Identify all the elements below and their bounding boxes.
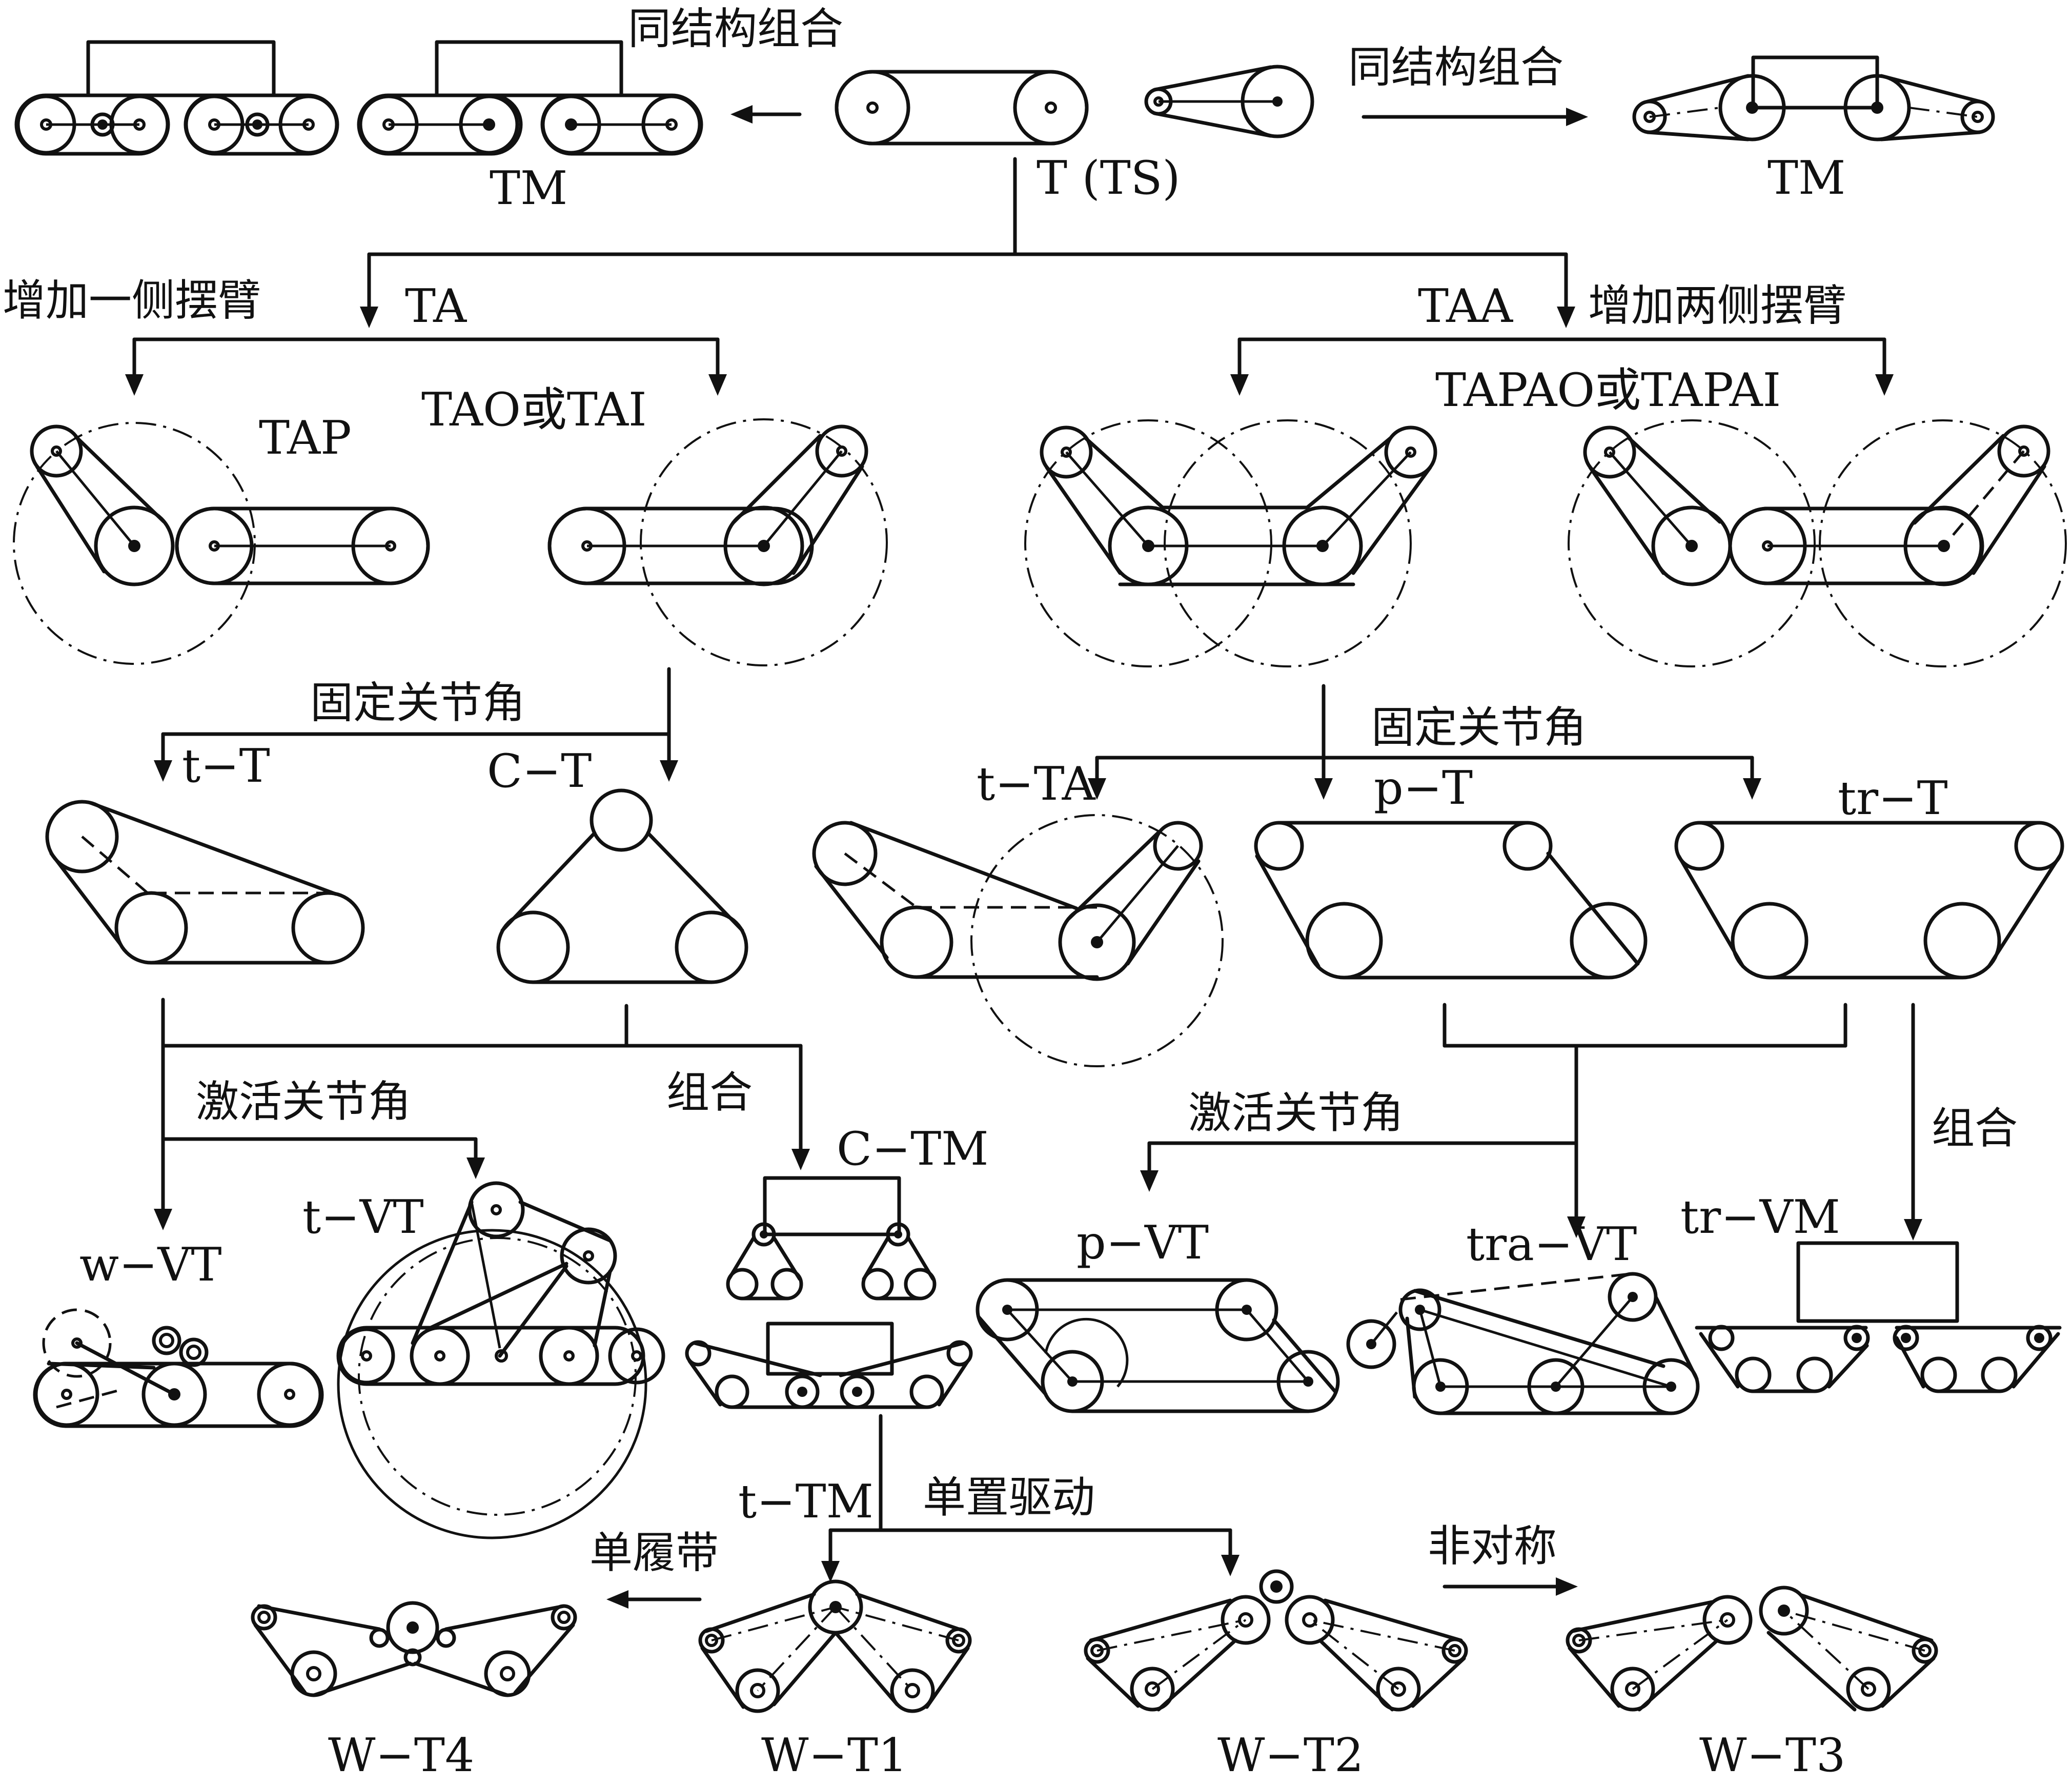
- arrow-left-icon: [730, 105, 753, 124]
- label-w-t2: W−T2: [1217, 1729, 1364, 1782]
- t-vt-figure: [336, 1181, 665, 1539]
- tapai-figure: [1568, 419, 2067, 667]
- arrow-left-icon-2: [606, 1590, 628, 1609]
- w-t4-figure: [251, 1601, 577, 1697]
- label-tap: TAP: [259, 411, 352, 465]
- label-w-t1: W−T1: [761, 1729, 907, 1782]
- p-vt-figure: [976, 1278, 1340, 1413]
- label-tm-left: TM: [490, 161, 567, 215]
- label-tapao-tapai: TAPAO或TAPAI: [1435, 363, 1781, 417]
- w-vt-figure: [33, 1308, 324, 1428]
- label-add-one-arm: 增加一侧摆臂: [3, 275, 261, 326]
- label-same-combine-left: 同结构组合: [628, 4, 843, 54]
- label-t-ts: T (TS): [1037, 151, 1181, 205]
- tra-vt-figure: [1346, 1272, 1700, 1415]
- tr-vm-figure: [1695, 1241, 2062, 1393]
- label-t-tm: t−TM: [738, 1475, 874, 1529]
- label-combine-right: 组合: [1932, 1103, 2018, 1153]
- label-tra-vt: tra−VT: [1466, 1217, 1637, 1271]
- t-ts-figure: [835, 65, 1314, 146]
- label-w-vt: w−VT: [79, 1238, 221, 1292]
- label-tr-t: tr−T: [1838, 771, 1948, 825]
- label-activate-left: 激活关节角: [196, 1077, 411, 1127]
- label-t-t: t−T: [182, 739, 270, 793]
- label-same-combine-right: 同结构组合: [1348, 42, 1563, 92]
- label-p-vt: p−VT: [1076, 1216, 1209, 1270]
- label-taa: TAA: [1418, 279, 1513, 333]
- label-asymmetric: 非对称: [1428, 1521, 1557, 1571]
- label-activate-right: 激活关节角: [1188, 1088, 1404, 1138]
- p-t-figure: [1254, 821, 1648, 980]
- label-tao-tai: TAO或TAI: [421, 383, 647, 437]
- tao-figure: [547, 418, 888, 666]
- tm-right-figure: [1632, 55, 1995, 141]
- label-c-t: C−T: [487, 744, 592, 798]
- c-t-figure: [496, 788, 748, 984]
- label-single-drive: 单置驱动: [923, 1472, 1095, 1522]
- tm-left-figure: [14, 40, 339, 156]
- tm-left-figure-2: [357, 40, 703, 156]
- label-single-track: 单履带: [590, 1528, 719, 1578]
- label-tr-vm: tr−VM: [1680, 1190, 1840, 1244]
- label-combine-mid: 组合: [666, 1067, 753, 1118]
- arrow-right-icon-2: [1556, 1577, 1578, 1596]
- c-tm-figure: [685, 1176, 973, 1409]
- arrow-right-icon: [1566, 108, 1588, 126]
- label-t-ta: t−TA: [977, 757, 1096, 811]
- w-t2-figure: [1084, 1569, 1468, 1712]
- label-ta: TA: [405, 279, 467, 333]
- w-t3-figure: [1566, 1586, 1938, 1712]
- tap-figure: [13, 422, 430, 665]
- label-fix-angle-right: 固定关节角: [1371, 702, 1587, 753]
- t-t-figure: [45, 800, 365, 965]
- label-w-t4: W−T4: [328, 1729, 474, 1782]
- label-w-t3: W−T3: [1699, 1729, 1845, 1782]
- label-add-two-arms: 增加两侧摆臂: [1588, 280, 1846, 331]
- label-fix-angle-left: 固定关节角: [310, 678, 525, 728]
- label-p-t: p−T: [1374, 761, 1473, 815]
- label-tm-right: TM: [1768, 151, 1845, 205]
- label-c-tm: C−TM: [837, 1122, 988, 1176]
- label-t-vt: t−VT: [302, 1190, 424, 1244]
- tr-t-figure: [1674, 821, 2064, 980]
- w-t1-figure: [698, 1579, 972, 1713]
- t-ta-figure: [812, 814, 1224, 1067]
- tapao-figure: [1024, 419, 1437, 667]
